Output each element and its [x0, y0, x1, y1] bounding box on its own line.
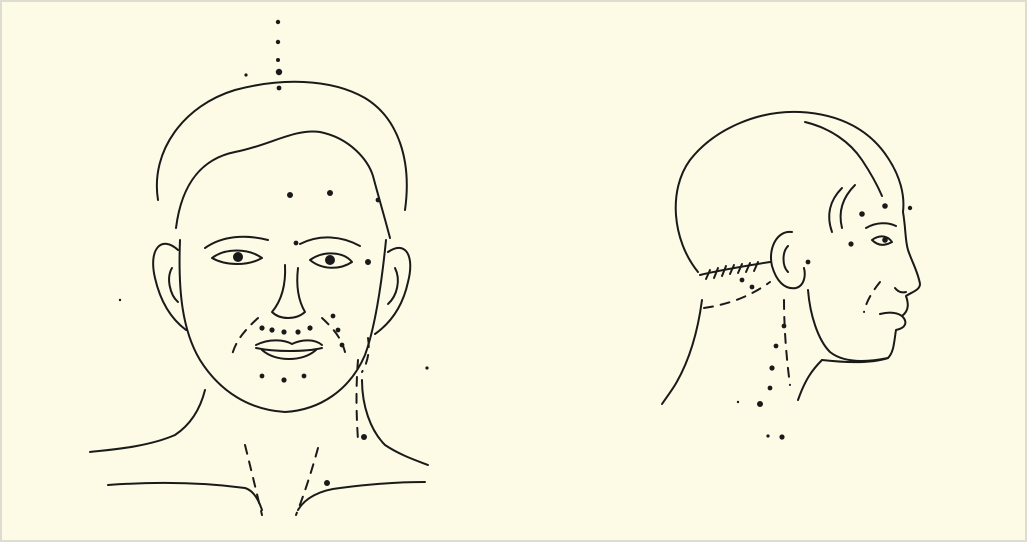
profile-point-neck-2: [774, 344, 779, 349]
front-point-mouth-2: [269, 327, 274, 332]
front-point-forehead-3: [376, 198, 381, 203]
profile-point-preauricular: [806, 260, 811, 265]
profile-point-nape-1: [740, 278, 745, 283]
front-point-chin-3: [302, 374, 307, 379]
front-point-cheek-3: [340, 343, 345, 348]
profile-point-forehead: [908, 206, 912, 210]
profile-point-low-neck-2: [766, 434, 769, 437]
front-point-glabella: [294, 241, 299, 246]
front-point-forehead-1: [287, 192, 293, 198]
profile-pupil: [882, 237, 888, 243]
front-point-chin-1: [260, 374, 265, 379]
front-point-neck: [361, 434, 367, 440]
front-point-mouth-3: [281, 329, 286, 334]
front-point-cheek-1: [331, 314, 336, 319]
front-point-mouth-1: [259, 325, 264, 330]
front-left-pupil: [233, 252, 243, 262]
front-point-mouth-4: [295, 329, 300, 334]
front-point-vertex-5: [244, 73, 247, 76]
profile-point-temple-2: [882, 203, 888, 209]
front-point-mouth-5: [307, 325, 312, 330]
front-point-stray: [119, 299, 121, 301]
front-point-vertex-3: [276, 58, 280, 62]
profile-point-stray: [737, 401, 739, 403]
front-point-clavicle: [324, 480, 330, 486]
profile-point-neck-4: [768, 386, 773, 391]
front-point-cheek-2: [336, 328, 341, 333]
front-point-chin-2: [281, 377, 286, 382]
front-point-vertex-6: [277, 86, 282, 91]
front-point-temple: [365, 259, 371, 265]
front-point-vertex-2: [276, 40, 280, 44]
profile-point-neck-3: [769, 365, 774, 370]
front-point-vertex-1: [276, 20, 280, 24]
front-right-pupil: [325, 255, 335, 265]
front-point-vertex-4: [276, 69, 282, 75]
profile-point-nape-2: [750, 285, 755, 290]
front-point-forehead-2: [327, 190, 333, 196]
profile-point-low-neck: [779, 434, 784, 439]
front-point-side-1: [425, 366, 428, 369]
profile-point-neck-1: [782, 324, 787, 329]
profile-point-cheek: [848, 241, 853, 246]
profile-point-temple-1: [859, 211, 865, 217]
profile-point-neck-5: [757, 401, 763, 407]
